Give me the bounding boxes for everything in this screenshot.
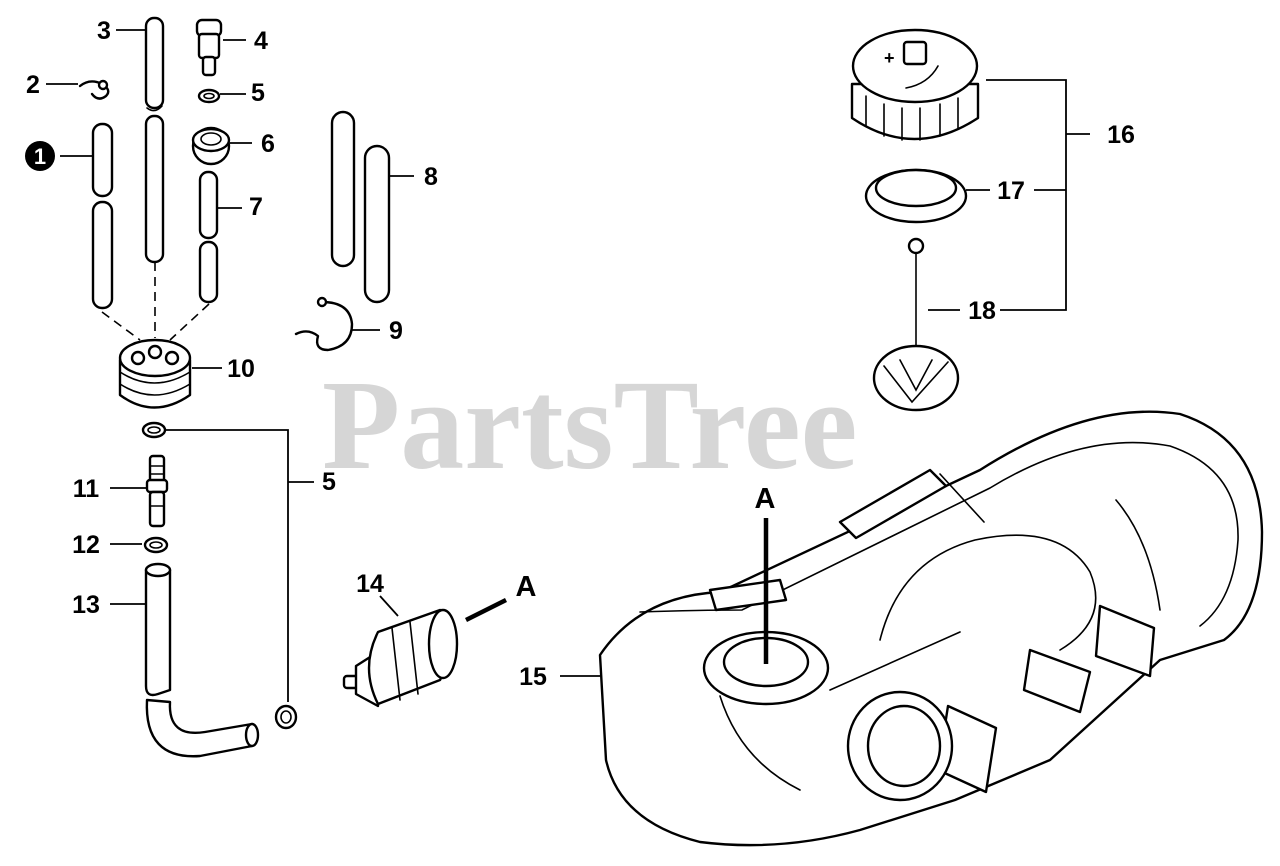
part-2-clip[interactable] [78, 79, 110, 100]
svg-text:+: + [884, 48, 895, 68]
assembly-lines [101, 262, 210, 341]
callout-13[interactable]: 13 [72, 591, 100, 619]
callout-6[interactable]: 6 [261, 130, 275, 158]
callout-14[interactable]: 14 [356, 570, 384, 598]
callout-5-bottom[interactable]: 5 [322, 468, 336, 496]
part-13-fuel-hose[interactable] [144, 562, 260, 758]
callout-12[interactable]: 12 [72, 531, 100, 559]
leader-lines [46, 29, 1090, 702]
part-5-oring-end[interactable] [274, 704, 298, 730]
callout-17[interactable]: 17 [997, 177, 1025, 205]
part-7-fuel-line[interactable] [198, 170, 219, 304]
marker-a-tank: A [755, 483, 776, 515]
watermark: PartsTree [322, 354, 857, 496]
part-16-fuel-cap[interactable]: + [850, 28, 980, 141]
callout-18[interactable]: 18 [968, 297, 996, 325]
callout-7[interactable]: 7 [249, 193, 263, 221]
marker-a-filter: A [516, 571, 537, 603]
callout-2[interactable]: 2 [26, 71, 40, 99]
callout-4[interactable]: 4 [254, 27, 268, 55]
part-12-oring[interactable] [143, 536, 169, 554]
callout-5-top[interactable]: 5 [251, 79, 265, 107]
part-1-fuel-line[interactable] [91, 122, 114, 310]
callout-10[interactable]: 10 [227, 355, 255, 383]
part-15-fuel-tank[interactable] [598, 410, 1264, 847]
callout-16[interactable]: 16 [1107, 121, 1135, 149]
callout-15[interactable]: 15 [519, 663, 547, 691]
callout-3[interactable]: 3 [97, 17, 111, 45]
part-10-grommet[interactable] [118, 338, 192, 409]
part-5-oring-top[interactable] [197, 88, 221, 104]
part-17-cap-gasket[interactable] [864, 168, 968, 224]
part-9-clamp[interactable] [294, 296, 354, 352]
part-5-oring-bottom[interactable] [141, 421, 167, 439]
part-3-fuel-line[interactable] [144, 16, 165, 264]
part-6-grommet[interactable] [191, 126, 231, 166]
callout-8[interactable]: 8 [424, 163, 438, 191]
part-18-retainer-strainer[interactable] [872, 237, 960, 412]
part-14-fuel-filter[interactable] [342, 608, 459, 708]
part-8-tubes[interactable] [330, 110, 391, 304]
part-4-breather[interactable] [195, 18, 223, 77]
part-11-fitting[interactable] [145, 454, 169, 528]
callout-1: 1 [34, 144, 46, 169]
callout-9[interactable]: 9 [389, 317, 403, 345]
callout-11[interactable]: 11 [73, 475, 100, 503]
callout-1-badge[interactable]: 1 [25, 141, 55, 171]
